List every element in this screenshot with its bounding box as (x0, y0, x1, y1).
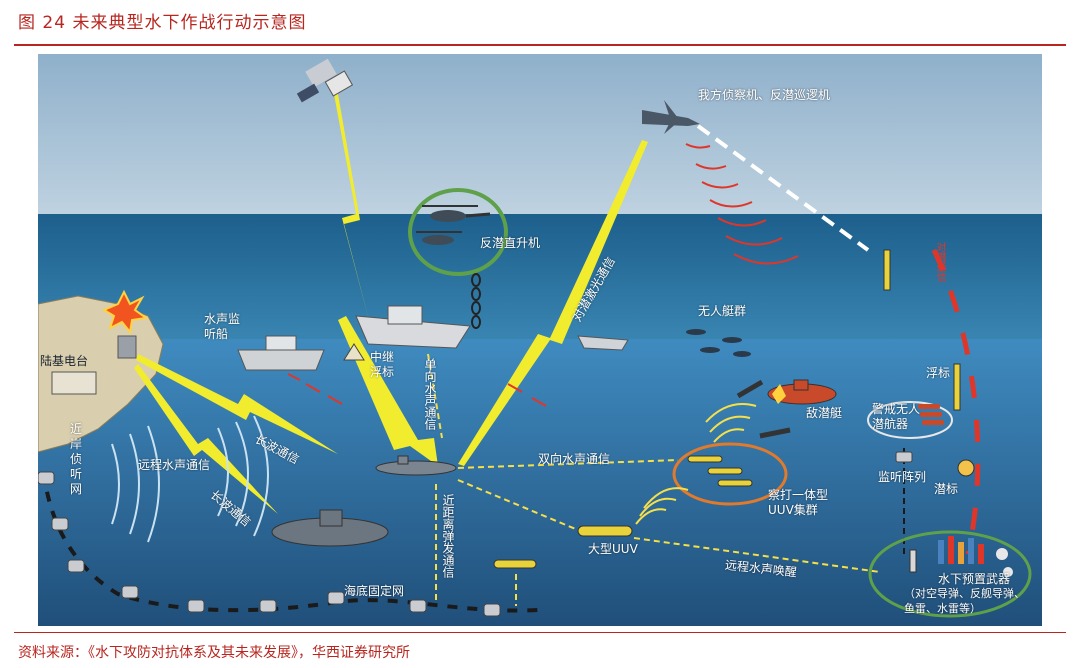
submarine-icon (271, 509, 389, 547)
satellite-icon (296, 58, 354, 103)
label-listen-array: 监听阵列 (878, 470, 927, 484)
label-shore-station: 陆基电台 (40, 354, 89, 368)
label-preset-weapon: 水下预置武器 (938, 572, 1011, 586)
weapon-cluster-icon (909, 536, 1013, 577)
seabed-net-line (42, 471, 539, 613)
label-uuv-cluster: 察打一体型 UUV集群 (768, 488, 829, 517)
label-seabed-net: 海底固定网 (344, 584, 405, 598)
label-relay-buoy: 中继 浮标 (370, 350, 395, 379)
label-red-channel: 对潜通信 (934, 242, 945, 282)
preset-weapon-ring (868, 530, 1032, 618)
submarine-icon (767, 379, 837, 405)
figure-title: 图 24 未来典型水下作战行动示意图 (18, 13, 307, 33)
buoy-icon (953, 363, 961, 411)
lightning-laser (458, 140, 648, 466)
submarine-icon (375, 455, 457, 476)
torpedo-1 (736, 379, 764, 399)
uuv-icon (687, 455, 753, 487)
label-near-launch: 近距离弹发通信 (441, 494, 455, 578)
sky (38, 54, 1042, 244)
buoy-icon (343, 343, 365, 361)
uuv-icon (493, 559, 537, 569)
uuv-icon (918, 404, 944, 425)
label-remote-acoustic: 远程水声通信 (138, 458, 211, 472)
uuv-cluster-ring (672, 442, 788, 506)
lightning-relay (338, 316, 438, 466)
ship-icon (355, 305, 471, 349)
label-usv-swarm: 无人艇群 (698, 304, 747, 318)
label-one-way-acoustic: 单向水声通信 (423, 358, 437, 430)
usv-swarm-icon (686, 329, 751, 357)
ship-icon (237, 335, 325, 371)
label-large-uuv: 大型UUV (588, 542, 638, 556)
label-two-way-acoustic: 双向水声通信 (538, 452, 611, 466)
ship-icon (577, 335, 629, 351)
figure-source: 资料来源：《水下攻防对抗体系及其未来发展》，华西证券研究所 (18, 645, 410, 661)
label-float-marker: 浮标 (926, 366, 951, 380)
title-rule (14, 44, 1066, 46)
coastline (38, 295, 164, 453)
helicopter-ring (408, 188, 508, 276)
ship-sonar-arcs (287, 373, 547, 407)
aircraft-sonar-arcs (685, 143, 799, 265)
seabed-nodes (38, 471, 501, 617)
label-sub-marker: 潜标 (934, 482, 959, 496)
label-recon-aircraft: 我方侦察机、反潜巡逻机 (698, 88, 831, 102)
label-asw-helicopter: 反潜直升机 (480, 236, 541, 250)
label-preset-weapon-detail: （对空导弹、反舰导弹、 鱼雷、水雷等） (904, 587, 1025, 615)
label-enemy-sub: 敌潜艇 (806, 406, 843, 420)
aircraft-link (696, 124, 870, 252)
large-uuv-arcs (635, 487, 689, 525)
coastal-arcs (111, 415, 269, 543)
lightning-longwave2 (134, 364, 278, 514)
diagram-scene: 我方侦察机、反潜巡逻机 反潜直升机 对潜激光通信 无人艇群 水声监 听船 中继 … (38, 54, 1042, 626)
dashed-comm-lines (427, 353, 881, 606)
shore-station-building (51, 371, 97, 395)
label-patrol-uuv: 警戒无人 潜航器 (872, 402, 921, 431)
uuv-sonar-arcs (705, 403, 757, 443)
buoy-icon (883, 249, 891, 291)
listen-array-node (895, 451, 913, 463)
sea-surface (38, 214, 1042, 344)
helicopter-icon (416, 205, 491, 245)
label-sonar-ship: 水声监 听船 (204, 312, 241, 341)
footer-rule (14, 632, 1066, 633)
radar-dish (117, 335, 137, 359)
scene-svg (38, 54, 1042, 626)
red-comm-channel (931, 248, 981, 555)
label-coastal-net: 近 岸 侦 听 网 (70, 422, 83, 496)
lightning-longwave1 (136, 354, 338, 454)
patrol-uuv-ring (867, 401, 953, 439)
sub-marker-icon (957, 459, 975, 477)
explosion-icon (101, 289, 149, 335)
aircraft-icon (642, 100, 700, 134)
underwater (38, 339, 1042, 626)
uuv-icon (577, 525, 633, 537)
torpedo-2 (759, 427, 791, 439)
dipping-sonar (471, 273, 481, 329)
